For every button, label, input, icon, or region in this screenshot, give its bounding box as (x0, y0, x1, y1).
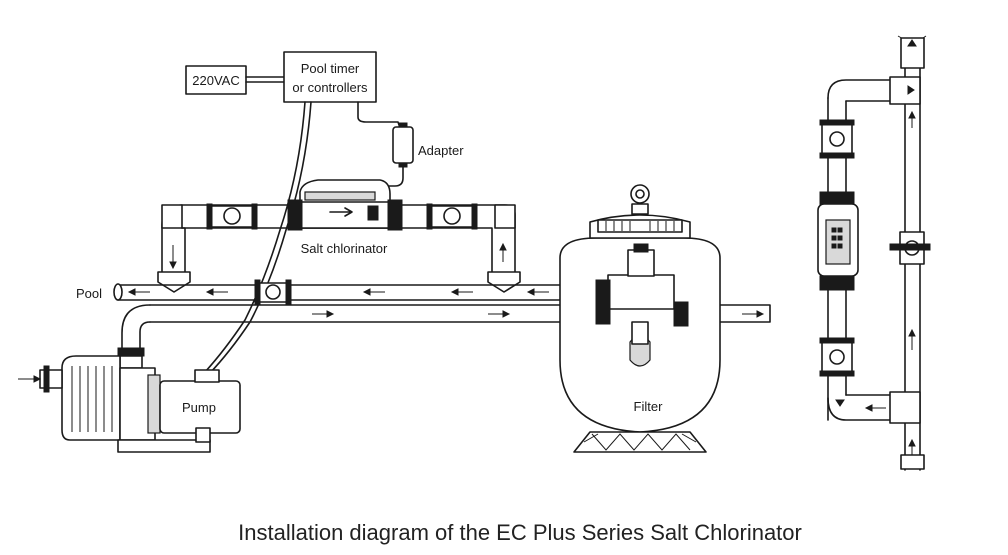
timer-label-line1: Pool timer (301, 61, 360, 76)
right-elbow-fitting (494, 204, 516, 229)
pump-to-filter-pipe (149, 304, 771, 323)
adapter-cable-out (387, 166, 404, 187)
pump-cable-b (208, 101, 312, 375)
adapter-cable-in (357, 101, 401, 129)
flow-arrow-down-left (169, 261, 177, 270)
adapter-label: Adapter (418, 143, 464, 158)
timer-label-line2: or controllers (292, 80, 368, 95)
voltage-label: 220VAC (192, 73, 239, 88)
return-flow-arrows (127, 288, 549, 296)
sand-filter (559, 184, 721, 453)
return-valve (254, 279, 292, 306)
pool-timer-box: Pool timer or controllers (283, 51, 377, 103)
diagram-caption: Installation diagram of the EC Plus Seri… (238, 520, 802, 545)
pump-cable-a (204, 101, 306, 373)
power-source-220vac: 220VAC (185, 65, 247, 95)
salt-chlorinator-cell (287, 179, 403, 231)
pump-label: Pump (182, 400, 216, 415)
pool-return-outlet (113, 283, 123, 301)
return-pipe (117, 284, 599, 301)
bypass-valve-right (426, 203, 478, 230)
pool-label: Pool (76, 286, 102, 301)
salt-chlorinator-label: Salt chlorinator (301, 241, 388, 256)
pump-outlet-elbow (121, 304, 151, 351)
tee-left (157, 271, 191, 293)
pool-pump (18, 347, 241, 453)
feed-flow-arrows (312, 310, 765, 318)
bypass-valve-left (206, 203, 258, 230)
vertical-installation-view (817, 35, 931, 471)
left-elbow-fitting (161, 204, 183, 229)
tee-right (487, 271, 521, 293)
adapter-unit (392, 122, 414, 168)
flow-arrow-up-right (499, 242, 507, 251)
filter-label: Filter (634, 399, 664, 414)
